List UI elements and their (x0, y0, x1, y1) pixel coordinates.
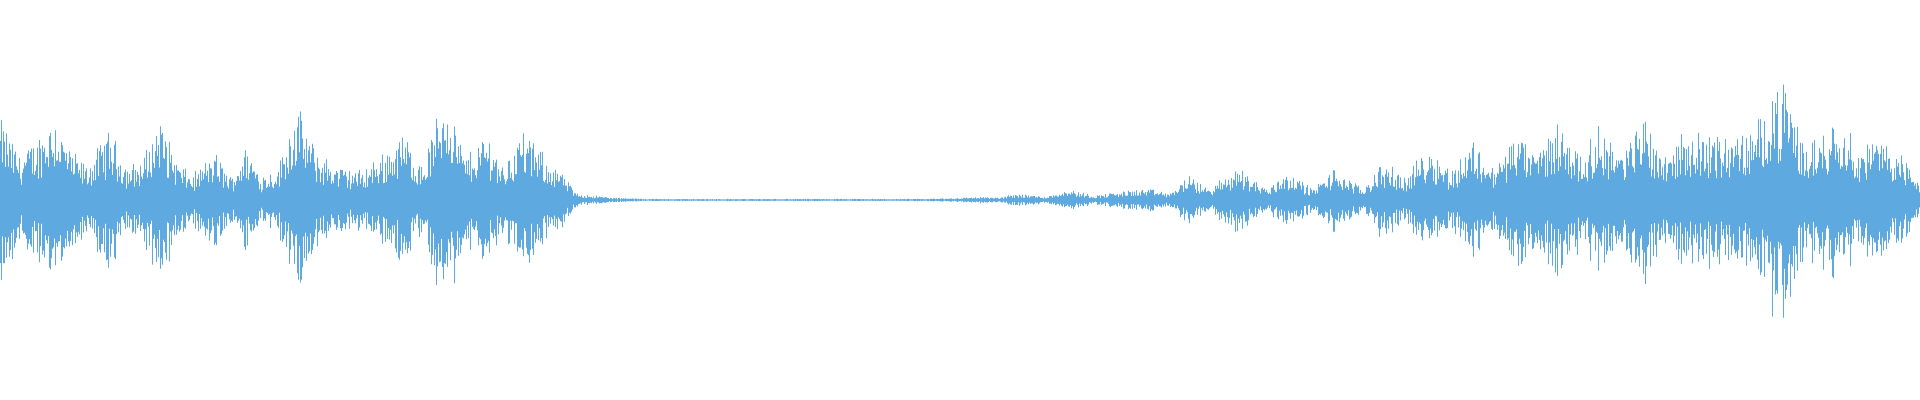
waveform-path (0, 84, 1920, 318)
waveform-bars (0, 84, 1920, 318)
